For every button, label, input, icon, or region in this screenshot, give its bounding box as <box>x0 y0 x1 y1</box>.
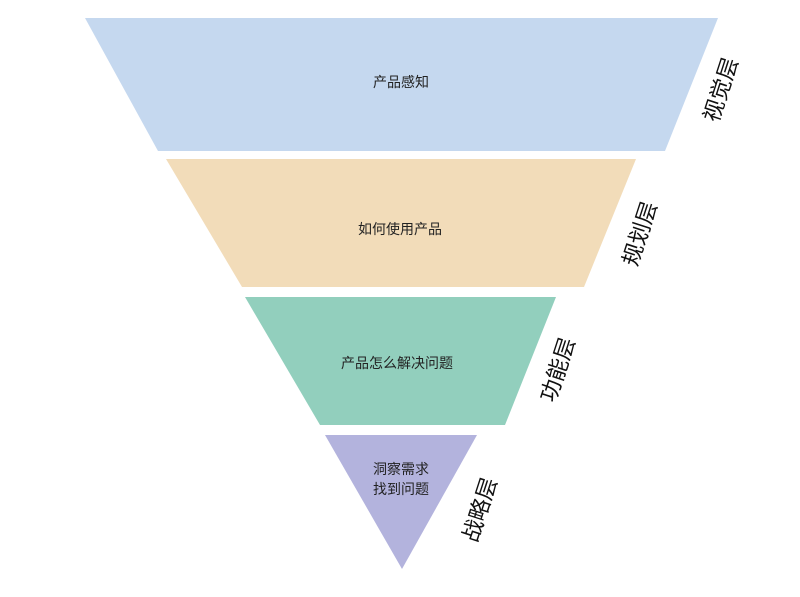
layer-function-band <box>245 297 556 425</box>
layer-visual-text: 产品感知 <box>373 74 429 91</box>
layer-strategy: 洞察需求 找到问题 战略层 <box>325 435 503 569</box>
layer-visual-band <box>85 18 718 151</box>
layer-strategy-side-label: 战略层 <box>459 475 503 546</box>
layer-strategy-band <box>325 435 477 569</box>
layer-planning-side-label: 规划层 <box>619 199 663 270</box>
layer-planning-band <box>166 159 636 287</box>
layer-function-text: 产品怎么解决问题 <box>341 356 453 372</box>
layer-strategy-text-line2: 找到问题 <box>373 482 429 498</box>
layer-planning-text: 如何使用产品 <box>358 221 442 238</box>
layer-visual-side-label: 视觉层 <box>700 55 744 126</box>
layer-visual: 产品感知 视觉层 <box>85 18 744 151</box>
layer-function: 产品怎么解决问题 功能层 <box>245 297 581 425</box>
layer-planning: 如何使用产品 规划层 <box>166 159 663 287</box>
layer-strategy-text-line1: 洞察需求 <box>373 461 429 478</box>
layer-function-side-label: 功能层 <box>537 335 581 406</box>
